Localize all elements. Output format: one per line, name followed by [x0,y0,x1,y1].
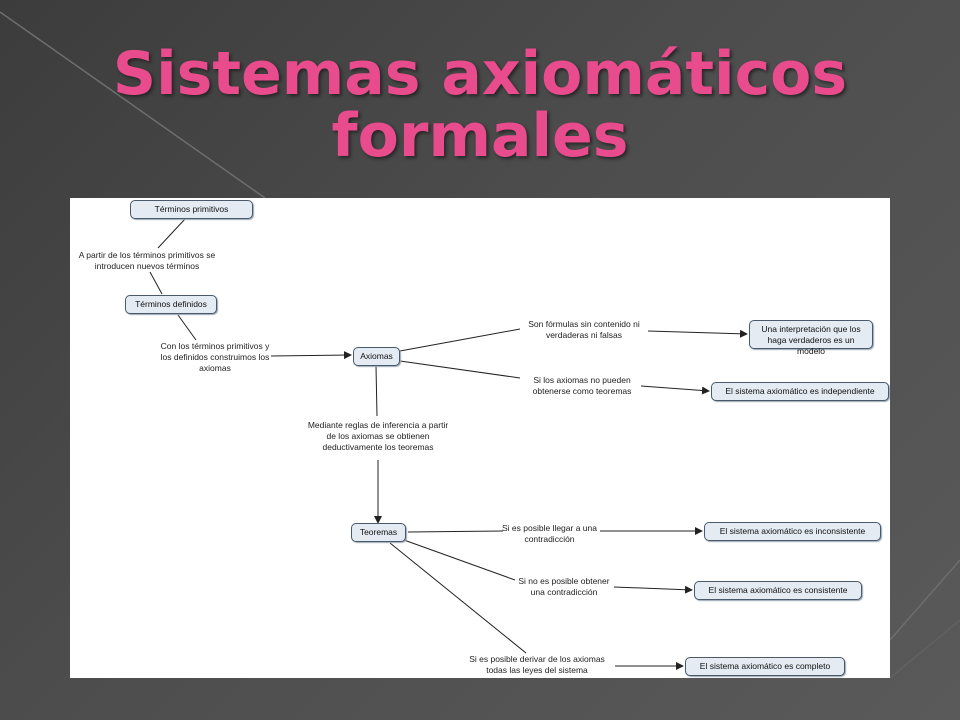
connector-primitivos-to-phrase [157,218,186,249]
connector-definidos-to-phrase [177,314,197,341]
connector-axiomas-to-si-no-pueden [399,360,521,379]
link-phrase-si-no-pueden: Si los axiomas no pueden obtenerse como … [532,375,632,396]
node-inconsistente[interactable]: El sistema axiomático es inconsistente [704,522,881,541]
link-phrase-a-partir: A partir de los términos primitivos se i… [78,250,216,271]
slide-title-line-2: formales [331,101,629,171]
node-terminos-definidos[interactable]: Términos definidos [125,295,217,314]
connector-si-no-pueden-to-independiente [640,385,710,395]
connector-axiomas-to-son-formulas [399,328,521,352]
link-phrase-si-no-posible: Si no es posible obtener una contradicci… [518,576,610,597]
connector-teoremas-to-contradiccion [407,530,504,533]
connector-no-posible-to-consistente [613,585,693,594]
connector-son-formulas-to-modelo [647,329,748,338]
node-completo[interactable]: El sistema axiomático es completo [685,657,845,676]
concept-map-connectors [149,218,748,670]
node-terminos-primitivos[interactable]: Términos primitivos [130,200,253,219]
node-consistente[interactable]: El sistema axiomático es consistente [694,581,862,600]
link-phrase-son-formulas: Son fórmulas sin contenido ni verdaderas… [528,319,640,340]
link-phrase-si-posible-contradiccion: Si es posible llegar a una contradicción [502,523,597,544]
slide-title-line-1: Sistemas axiomáticos [112,39,848,109]
link-phrase-con-los: Con los términos primitivos y los defini… [160,341,270,373]
node-teoremas[interactable]: Teoremas [351,523,406,542]
concept-map: Términos primitivos A partir de los térm… [70,198,890,678]
connector-teoremas-to-derivar [389,542,527,654]
node-independiente[interactable]: El sistema axiomático es independiente [711,382,889,401]
link-phrase-mediante: Mediante reglas de inferencia a partir d… [307,420,449,452]
node-modelo[interactable]: Una interpretación que los haga verdader… [749,320,873,356]
connector-teoremas-to-no-posible [403,539,516,581]
link-phrase-si-derivar: Si es posible derivar de los axiomas tod… [469,654,605,675]
connector-phrase-to-axiomas [270,351,352,360]
connector-phrase-to-definidos [149,271,163,295]
node-axiomas[interactable]: Axiomas [353,347,400,366]
connector-axiomas-to-mediante [375,365,378,417]
